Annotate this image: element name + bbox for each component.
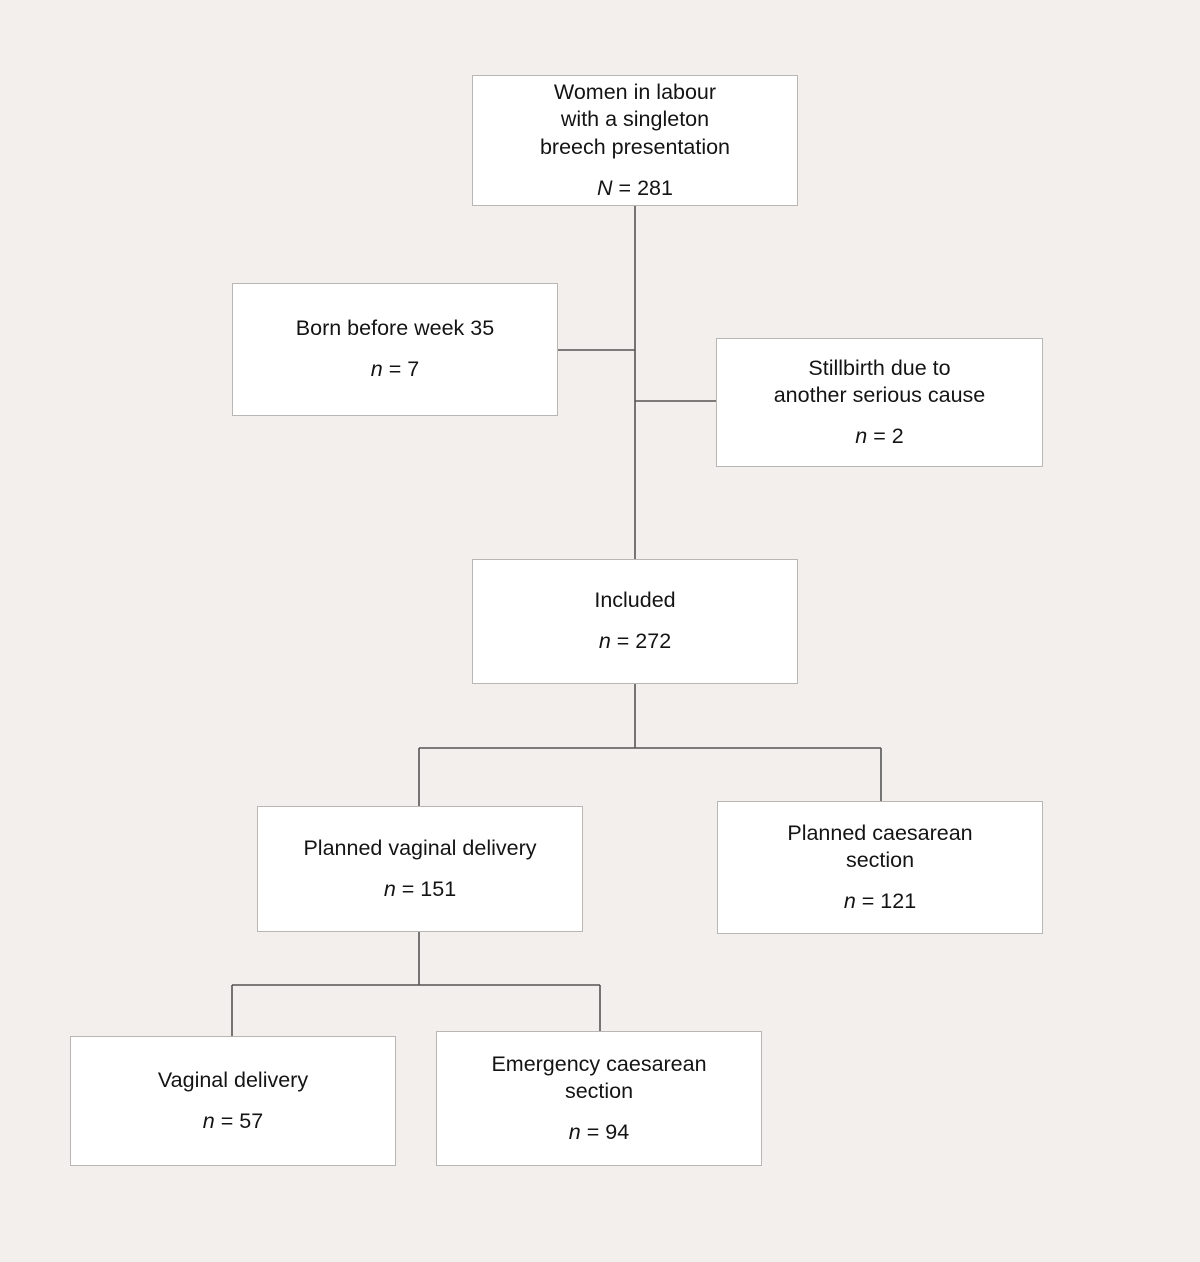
node-included-count-value: 272 (635, 629, 672, 653)
node-vaginal-delivery: Vaginal delivery n = 57 (70, 1036, 396, 1166)
node-excluded-stillbirth-count-symbol: n (855, 423, 868, 448)
node-vaginal-delivery-count: n = 57 (202, 1108, 264, 1133)
node-planned-vaginal-delivery-count-symbol: n (383, 876, 396, 901)
node-planned-caesarean-section-count-symbol: n (843, 888, 856, 913)
node-planned-caesarean-section: Planned caesarean section n = 121 (717, 801, 1043, 934)
node-vaginal-delivery-title: Vaginal delivery (157, 1067, 309, 1092)
node-source-count: N = 281 (597, 175, 673, 200)
node-included-count: n = 272 (598, 629, 672, 653)
node-excluded-preterm-title: Born before week 35 (295, 316, 495, 341)
node-included: Included n = 272 (472, 559, 798, 684)
node-vaginal-delivery-count-symbol: n (202, 1108, 215, 1133)
node-source: Women in labour with a singleton breech … (472, 75, 798, 206)
node-planned-vaginal-delivery-title: Planned vaginal delivery (303, 835, 537, 860)
node-included-title: Included (594, 588, 676, 613)
node-emergency-caesarean-section-count: n = 94 (568, 1119, 630, 1144)
node-vaginal-delivery-count-value: 57 (239, 1108, 264, 1133)
node-source-count-symbol: N (597, 175, 613, 200)
node-source-count-value: 281 (637, 175, 673, 200)
node-emergency-caesarean-section: Emergency caesarean section n = 94 (436, 1031, 762, 1166)
node-emergency-caesarean-section-title: Emergency caesarean section (491, 1051, 707, 1104)
node-source-title: Women in labour with a singleton breech … (539, 79, 731, 159)
node-emergency-caesarean-section-count-value: 94 (605, 1119, 630, 1144)
node-excluded-preterm: Born before week 35 n = 7 (232, 283, 558, 416)
node-excluded-preterm-count: n = 7 (370, 357, 420, 381)
node-planned-caesarean-section-count: n = 121 (843, 888, 917, 913)
node-emergency-caesarean-section-count-symbol: n (568, 1119, 581, 1144)
node-excluded-stillbirth: Stillbirth due to another serious cause … (716, 338, 1043, 467)
node-excluded-stillbirth-title: Stillbirth due to another serious cause (773, 355, 986, 408)
node-excluded-stillbirth-count: n = 2 (855, 423, 904, 448)
node-excluded-preterm-count-symbol: n (370, 357, 383, 381)
node-planned-caesarean-section-count-value: 121 (880, 888, 917, 913)
node-included-count-symbol: n (598, 629, 611, 653)
node-planned-vaginal-delivery-count-value: 151 (420, 876, 457, 901)
node-excluded-stillbirth-count-value: 2 (891, 423, 904, 448)
node-planned-vaginal-delivery: Planned vaginal delivery n = 151 (257, 806, 583, 932)
node-planned-vaginal-delivery-count: n = 151 (383, 876, 457, 901)
node-planned-caesarean-section-title: Planned caesarean section (787, 820, 973, 873)
node-excluded-preterm-count-value: 7 (407, 357, 420, 381)
